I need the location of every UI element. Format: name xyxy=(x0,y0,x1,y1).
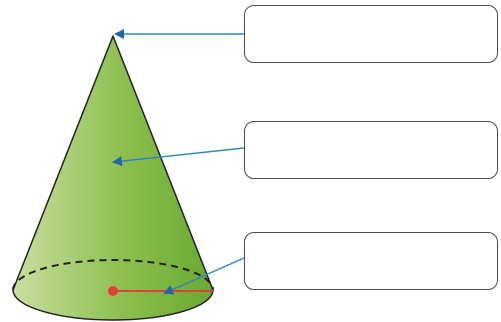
surface-arrow xyxy=(112,147,245,167)
radius-label-box[interactable] xyxy=(244,232,498,290)
base-center-dot xyxy=(108,286,118,296)
cone-surface xyxy=(12,35,214,321)
radius-arrow xyxy=(163,257,245,295)
apex-label-box[interactable] xyxy=(244,5,498,63)
base-back-edge xyxy=(12,259,214,291)
curved-surface-label-box[interactable] xyxy=(244,121,498,179)
